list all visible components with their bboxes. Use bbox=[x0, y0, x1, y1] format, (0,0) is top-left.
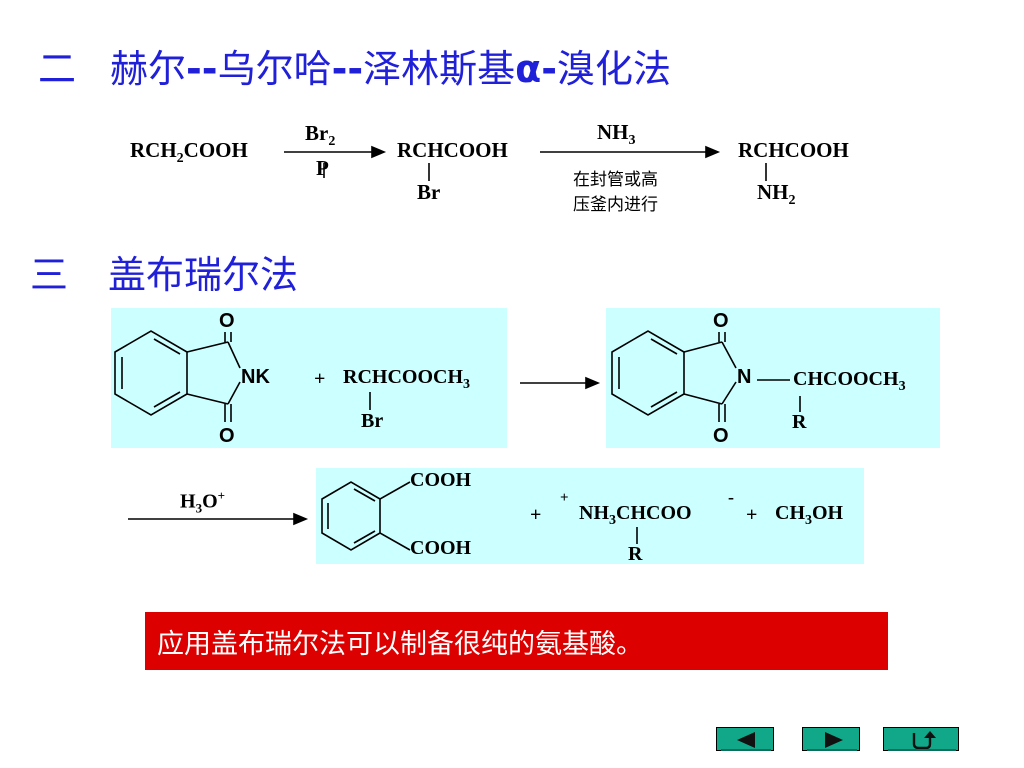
r1-condition-line2: 压釜内进行 bbox=[573, 195, 658, 215]
prev-triangle-icon bbox=[721, 732, 771, 751]
section2-title-d: -- bbox=[331, 47, 364, 91]
hydrolysis-plus1: + bbox=[530, 504, 542, 526]
phthalic-cooh-top: COOH bbox=[410, 469, 472, 491]
r1-product2-nh2: NH2 bbox=[757, 180, 796, 209]
phthalimide2-n: N bbox=[737, 366, 752, 388]
r1-reagent1-bottom: P bbox=[316, 156, 329, 180]
phthalic-cooh-bottom: COOH bbox=[410, 537, 472, 559]
amino-plus-charge: + bbox=[560, 490, 569, 506]
r1-product1: RCHCOOH bbox=[397, 138, 508, 162]
gabriel-panel-2 bbox=[606, 308, 940, 448]
gabriel2-chain: CHCOOCH3 bbox=[793, 368, 906, 394]
amino-minus-charge: - bbox=[728, 487, 734, 507]
section2-title-f: α- bbox=[515, 47, 558, 91]
r1-product1-br: Br bbox=[417, 180, 441, 204]
section3-title: 盖布瑞尔法 bbox=[108, 253, 299, 297]
section3-heading: 三盖布瑞尔法 bbox=[30, 244, 298, 299]
prev-button[interactable] bbox=[716, 727, 774, 751]
section2-title-g: 溴化法 bbox=[557, 47, 672, 91]
gabriel1-reactant: RCHCOOCH3 bbox=[343, 366, 470, 392]
phthalic-benzene bbox=[321, 481, 381, 551]
hydrolysis-r: R bbox=[628, 543, 643, 565]
phthalimide1-o-bottom: O bbox=[219, 425, 235, 447]
next-triangle-icon bbox=[807, 732, 857, 751]
note-box: 应用盖布瑞尔法可以制备很纯的氨基酸。 bbox=[145, 612, 888, 670]
hydrolysis-reagent: H3O+ bbox=[180, 488, 226, 516]
return-arrow-icon bbox=[888, 731, 956, 751]
note-text: 应用盖布瑞尔法可以制备很纯的氨基酸。 bbox=[157, 628, 643, 660]
gabriel1-br: Br bbox=[361, 410, 384, 432]
phthalimide1-nk: NK bbox=[241, 366, 270, 388]
gabriel-panel-1 bbox=[111, 308, 507, 448]
phthalimide1-benzene bbox=[114, 330, 188, 416]
r1-arrow-2-head bbox=[705, 145, 721, 159]
hydrolysis-arrow-head bbox=[293, 512, 309, 526]
gabriel1-plus: + bbox=[314, 368, 326, 390]
r1-arrow-1-head bbox=[371, 145, 387, 159]
phthalimide2-o-top: O bbox=[713, 310, 729, 332]
r1-reagent2-top: NH3 bbox=[597, 120, 636, 149]
gabriel2-r: R bbox=[792, 411, 807, 433]
r1-condition-line1: 在封管或高 bbox=[573, 170, 658, 190]
section2-title-a: 赫尔 bbox=[110, 47, 187, 91]
methanol: CH3OH bbox=[775, 502, 844, 528]
section2-title-b: -- bbox=[186, 47, 218, 91]
phthalimide1-c1-bond bbox=[186, 341, 229, 353]
amino-acid: NH3CHCOO bbox=[579, 502, 692, 528]
r1-product2: RCHCOOH bbox=[738, 138, 849, 162]
hydrolysis-plus2: + bbox=[746, 504, 758, 526]
next-button[interactable] bbox=[802, 727, 860, 751]
r1-start: RCH2COOH bbox=[130, 138, 248, 167]
section2-heading: 二赫尔--乌尔哈--泽林斯基α-溴化法 bbox=[38, 38, 671, 93]
phthalimide1-o-top: O bbox=[219, 310, 235, 332]
phthalimide2-benzene bbox=[611, 330, 685, 416]
gabriel-arrow-head bbox=[585, 376, 601, 390]
section2-title-e: 泽林斯基 bbox=[363, 47, 516, 91]
r1-reagent1-top: Br2 bbox=[305, 121, 336, 150]
section2-title-c: 乌尔哈 bbox=[217, 47, 332, 91]
phthalimide2-o-bottom: O bbox=[713, 425, 729, 447]
phthalimide1-c2-bond bbox=[186, 393, 229, 405]
return-button[interactable] bbox=[883, 727, 959, 751]
section3-number: 三 bbox=[30, 253, 69, 297]
section2-number: 二 bbox=[38, 47, 77, 91]
